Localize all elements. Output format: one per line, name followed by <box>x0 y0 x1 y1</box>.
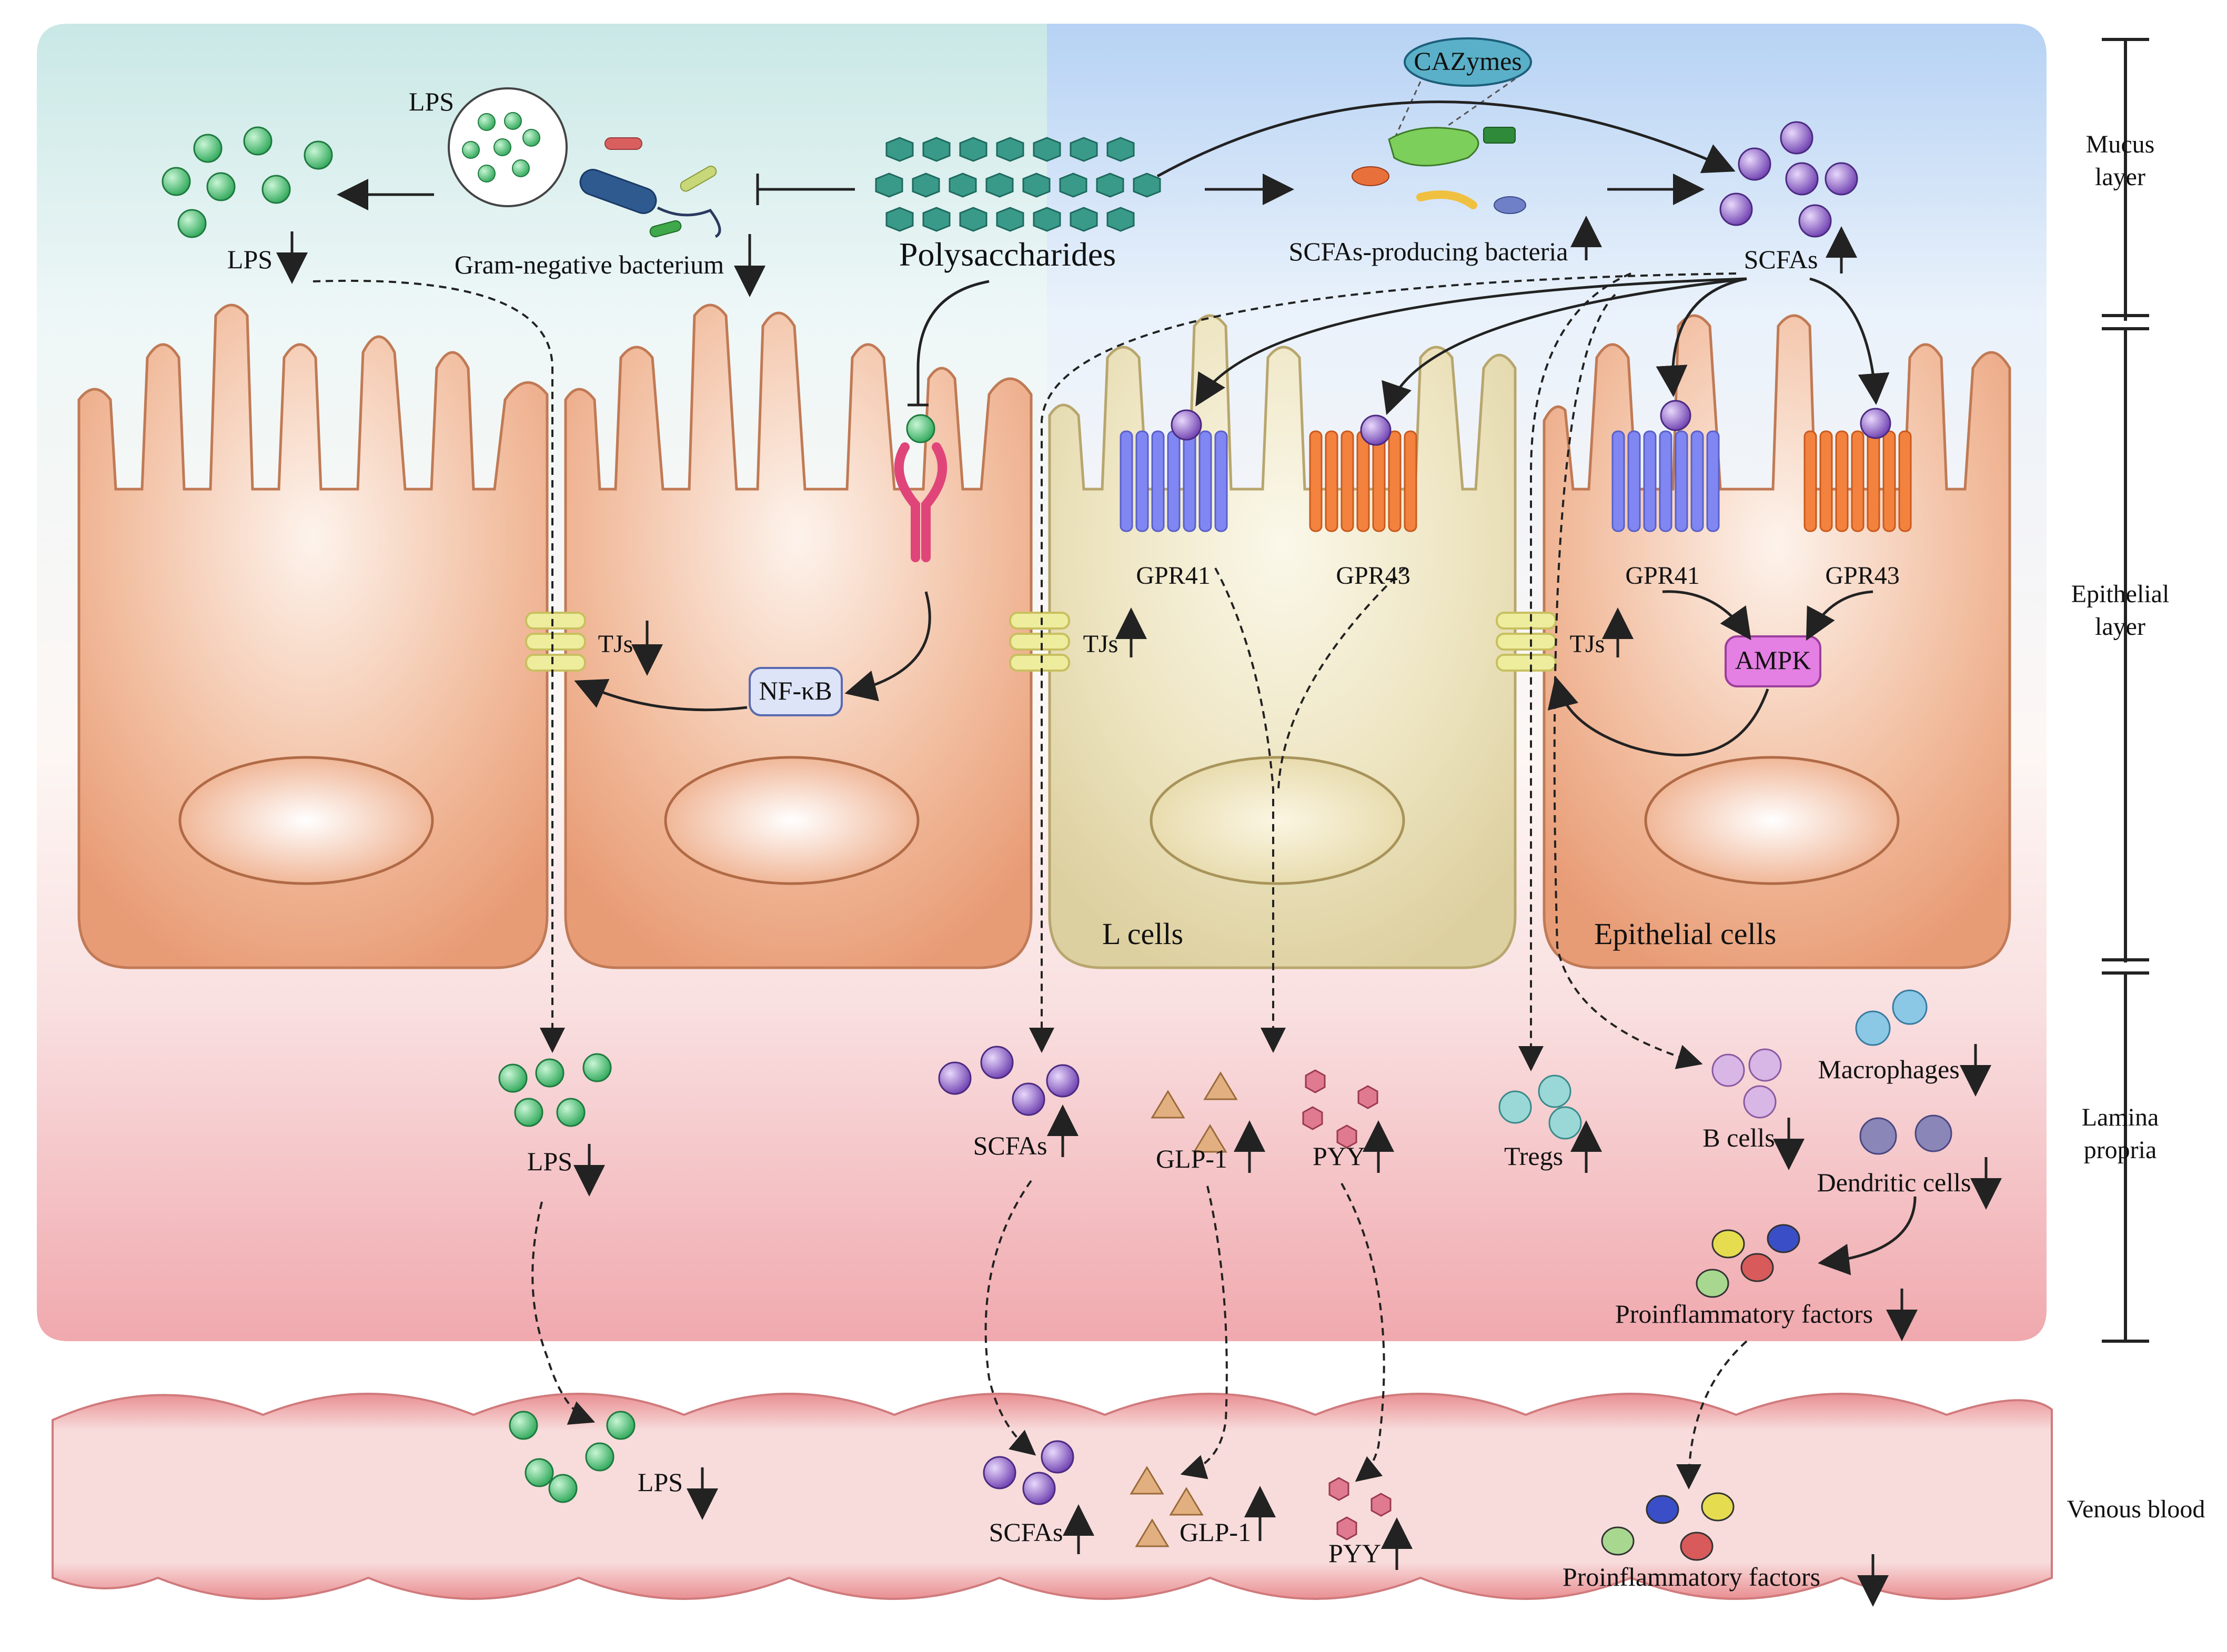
dendritic-cells-label: Dendritic cells <box>1817 1168 1971 1197</box>
pyy-lamina-label: PYY <box>1313 1141 1365 1171</box>
epithelial-layer-label-1: Epithelial <box>2071 580 2170 608</box>
ampk-label: AMPK <box>1735 645 1811 675</box>
macrophages-label: Macrophages <box>1818 1055 1959 1084</box>
epithelial-cell-1 <box>77 303 549 969</box>
proinflammatory-factors-lamina <box>1696 1224 1800 1298</box>
gram-negative-label: Gram-negative bacterium <box>455 250 724 279</box>
venous-blood-label: Venous blood <box>2067 1495 2205 1523</box>
scfa-ligands-on-receptors <box>1171 400 1891 446</box>
lamina-propria-label-2: propria <box>2084 1136 2157 1164</box>
scfa-cluster-blood <box>983 1440 1074 1505</box>
mucus-layer-label-2: layer <box>2095 163 2145 191</box>
labels: LPS LPS Gram-negative bacterium Polysacc… <box>227 46 2205 1592</box>
gpr41-receptor-lcell <box>1120 430 1228 532</box>
l-cells-label: L cells <box>1102 917 1183 951</box>
gpr43-receptor-epithelial <box>1803 430 1912 532</box>
ampk-box <box>1725 635 1821 687</box>
glp1-triangles-lamina <box>1151 1071 1238 1153</box>
pyy-hexagons-lamina <box>1302 1069 1378 1149</box>
nfkb-box <box>749 667 843 716</box>
solid-arrows <box>337 100 1917 1275</box>
glp1-triangles-blood <box>1130 1466 1204 1547</box>
scfa-cluster-mucus <box>1719 121 1858 238</box>
tight-junction-3 <box>1496 612 1557 672</box>
scfas-blood-label: SCFAs <box>989 1517 1063 1547</box>
lps-mucus-label: LPS <box>227 245 273 274</box>
proinflammatory-lamina-label: Proinflammatory factors <box>1615 1299 1873 1329</box>
polysaccharide-chains <box>875 137 1161 232</box>
dashed-arrows <box>313 272 1748 1489</box>
gpr41-label-lcell: GPR41 <box>1136 562 1210 590</box>
lps-cluster-blood <box>509 1411 636 1503</box>
pyy-blood-label: PYY <box>1328 1538 1381 1568</box>
cazymes-bubble <box>1393 37 1532 146</box>
lps-magnified-label: LPS <box>409 87 454 116</box>
gpr43-label-epithelial: GPR43 <box>1825 562 1899 590</box>
cazymes-label: CAZymes <box>1414 46 1522 76</box>
pyy-hexagons-blood <box>1328 1477 1392 1540</box>
lps-cluster-lamina <box>498 1053 612 1127</box>
glp1-lamina-label: GLP-1 <box>1156 1144 1227 1173</box>
gpr41-receptor-epithelial <box>1611 430 1720 532</box>
proinflammatory-blood-label: Proinflammatory factors <box>1563 1562 1820 1592</box>
b-cells-label: B cells <box>1702 1123 1775 1152</box>
mucus-layer-label-1: Mucus <box>2086 130 2155 158</box>
tregs-label: Tregs <box>1504 1141 1563 1171</box>
layer-scale-bar <box>2102 38 2149 1343</box>
lamina-propria-label-1: Lamina <box>2082 1103 2159 1131</box>
tjs-label-2: TJs <box>1083 630 1118 658</box>
epithelial-layer-label-2: layer <box>2095 613 2145 641</box>
scfa-producing-bacteria <box>1352 127 1526 214</box>
scfa-cluster-lamina <box>938 1046 1080 1116</box>
tight-junction-2 <box>1009 612 1070 672</box>
scfas-mucus-label: SCFAs <box>1744 245 1818 274</box>
gpr43-receptor-lcell <box>1309 430 1417 532</box>
glp1-blood-label: GLP-1 <box>1180 1517 1251 1547</box>
scfas-lamina-label: SCFAs <box>973 1131 1047 1160</box>
macrophages <box>1855 989 1928 1046</box>
up-down-arrows <box>276 216 2002 1607</box>
epithelial-cell-2 <box>564 303 1033 969</box>
lps-cluster-mucus <box>162 126 333 238</box>
l-cell <box>1048 314 1517 969</box>
tlr4-receptor <box>894 414 948 562</box>
tregs-cells <box>1498 1075 1582 1140</box>
proinflammatory-factors-blood <box>1601 1492 1735 1561</box>
nfkb-label: NF-κB <box>759 676 832 705</box>
gpr41-label-epithelial: GPR41 <box>1625 562 1699 590</box>
scfa-bacteria-label: SCFAs-producing bacteria <box>1289 237 1568 266</box>
gpr43-label-lcell: GPR43 <box>1336 562 1410 590</box>
polysaccharides-label: Polysaccharides <box>899 236 1116 273</box>
epithelial-cells-label: Epithelial cells <box>1594 917 1776 951</box>
lps-lamina-label: LPS <box>527 1147 572 1176</box>
tjs-label-1: TJs <box>598 630 633 658</box>
tjs-label-3: TJs <box>1570 630 1605 658</box>
gram-negative-bacteria <box>579 137 721 238</box>
lps-blood-label: LPS <box>638 1467 683 1497</box>
dendritic-cells <box>1859 1114 1952 1155</box>
lps-magnified-circle <box>448 87 568 207</box>
b-cells <box>1711 1048 1782 1119</box>
tight-junction-1 <box>525 612 586 672</box>
